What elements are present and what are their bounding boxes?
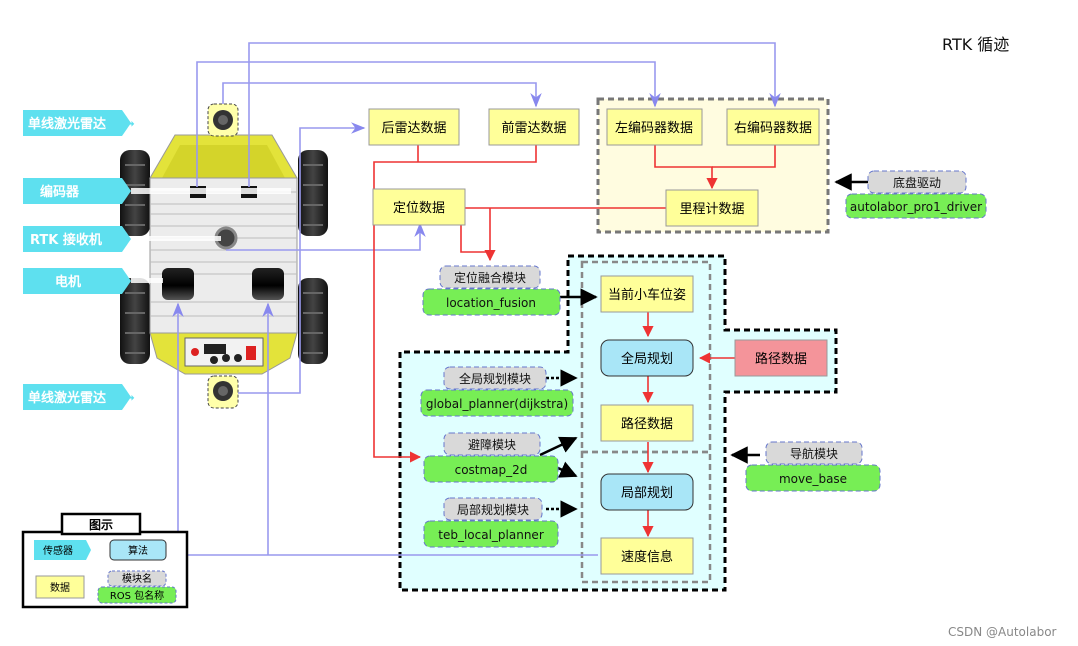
module-chassis-driver: 底盘驱动 autolabor_pro1_driver	[845, 170, 987, 219]
algorithm-local-planning: 局部规划	[600, 473, 694, 511]
svg-text:速度信息: 速度信息	[621, 549, 673, 565]
svg-text:里程计数据: 里程计数据	[679, 202, 744, 217]
svg-text:后雷达数据: 后雷达数据	[381, 121, 446, 136]
data-box-left-encoder: 左编码器数据	[606, 108, 703, 146]
legend-data-label: 数据	[50, 581, 70, 594]
svg-text:避障模块: 避障模块	[468, 437, 516, 452]
module-local-planner: 局部规划模块 teb_local_planner	[423, 497, 559, 548]
svg-text:局部规划: 局部规划	[621, 486, 673, 501]
svg-text:autolabor_pro1_driver: autolabor_pro1_driver	[850, 200, 982, 214]
sensor-tag-encoder: 编码器	[23, 178, 291, 204]
module-global-planner: 全局规划模块 global_planner(dijkstra)	[420, 366, 574, 417]
svg-text:全局规划: 全局规划	[621, 351, 673, 367]
motor-left-device	[162, 268, 194, 300]
svg-text:定位数据: 定位数据	[393, 201, 445, 216]
data-box-front-lidar: 前雷达数据	[488, 108, 580, 146]
svg-text:RTK 接收机: RTK 接收机	[30, 232, 102, 248]
robot-chassis-illustration	[120, 103, 328, 409]
svg-text:global_planner(dijkstra): global_planner(dijkstra)	[426, 397, 568, 411]
svg-text:导航模块: 导航模块	[790, 446, 838, 461]
legend-sensor-swatch	[34, 540, 91, 560]
module-navigation: 导航模块 move_base	[745, 441, 881, 492]
svg-text:右编码器数据: 右编码器数据	[734, 121, 812, 136]
svg-text:左编码器数据: 左编码器数据	[615, 121, 693, 136]
svg-text:costmap_2d: costmap_2d	[455, 463, 528, 477]
svg-text:前雷达数据: 前雷达数据	[501, 120, 566, 136]
wheel-rear-right	[298, 278, 328, 364]
legend: 图示 传感器 算法 数据 模块名 ROS 包名称	[21, 512, 189, 609]
data-box-velocity: 速度信息	[600, 537, 694, 575]
svg-text:单线激光雷达: 单线激光雷达	[28, 116, 106, 132]
svg-text:单线激光雷达: 单线激光雷达	[28, 390, 106, 406]
svg-text:电机: 电机	[55, 274, 81, 290]
svg-text:路径数据: 路径数据	[621, 416, 673, 432]
data-flow-arrows	[373, 145, 776, 538]
sensor-tag-lidar-top: 单线激光雷达 ➞	[23, 110, 135, 136]
svg-text:底盘驱动: 底盘驱动	[893, 175, 941, 190]
sensor-tag-motor: 电机	[23, 268, 163, 294]
legend-module-name-label: 模块名	[122, 572, 152, 585]
data-box-path-output: 路径数据	[600, 404, 694, 442]
data-box-path-input: 路径数据	[734, 339, 828, 377]
svg-text:➞: ➞	[124, 391, 135, 406]
module-obstacle-avoidance: 避障模块 costmap_2d	[423, 432, 559, 483]
svg-text:当前小车位姿: 当前小车位姿	[608, 287, 686, 303]
legend-module-name-swatch	[107, 570, 167, 587]
legend-ros-package-label: ROS 包名称	[110, 589, 164, 602]
data-box-right-encoder: 右编码器数据	[726, 108, 820, 146]
data-box-rear-lidar: 后雷达数据	[368, 108, 460, 146]
svg-text:location_fusion: location_fusion	[446, 296, 536, 310]
svg-text:全局规划模块: 全局规划模块	[459, 371, 531, 386]
svg-text:teb_local_planner: teb_local_planner	[438, 528, 544, 542]
legend-data-swatch	[35, 575, 85, 599]
algorithm-global-planning: 全局规划	[600, 339, 694, 377]
legend-algorithm-label: 算法	[128, 544, 148, 557]
legend-algorithm-swatch	[109, 539, 167, 561]
wheel-rear-left	[120, 278, 150, 364]
svg-text:局部规划模块: 局部规划模块	[457, 502, 529, 517]
legend-title: 图示	[89, 518, 113, 532]
legend-ros-package-swatch	[97, 586, 177, 604]
data-box-localization: 定位数据	[372, 188, 466, 226]
data-box-current-pose: 当前小车位姿	[600, 275, 694, 313]
motor-right-device	[252, 268, 284, 300]
svg-text:➞: ➞	[124, 117, 135, 132]
svg-text:路径数据: 路径数据	[755, 351, 807, 367]
wheel-front-right	[298, 150, 328, 236]
page-title: RTK 循迹	[942, 35, 1009, 54]
data-box-odometry: 里程计数据	[665, 189, 759, 227]
legend-sensor-label: 传感器	[43, 544, 73, 557]
svg-text:定位融合模块: 定位融合模块	[454, 270, 526, 285]
sensor-tag-rtk: RTK 接收机	[23, 226, 221, 252]
sensor-tag-lidar-bottom: 单线激光雷达 ➞	[23, 384, 135, 410]
footer-credit: CSDN @Autolabor	[948, 625, 1057, 639]
svg-text:move_base: move_base	[779, 472, 847, 486]
module-location-fusion: 定位融合模块 location_fusion	[422, 265, 561, 316]
svg-text:编码器: 编码器	[40, 184, 80, 200]
